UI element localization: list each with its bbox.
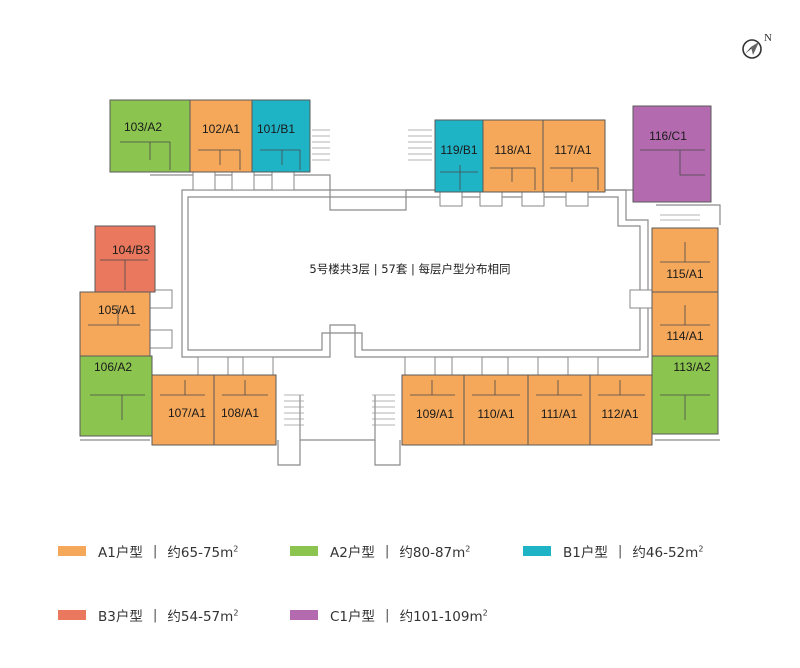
unit-label: 113/A2: [673, 360, 710, 374]
unit-106: [79, 355, 153, 437]
unit-119: [434, 119, 484, 193]
unit-110: [463, 374, 529, 446]
unit-107: [151, 374, 215, 446]
legend-area: 约65-75m2: [167, 544, 239, 562]
legend-area: 约54-57m2: [167, 608, 239, 626]
unit-118: [482, 119, 544, 193]
unit-label: 109/A1: [416, 407, 454, 421]
unit-103: [109, 99, 191, 173]
compass-icon: [742, 39, 762, 59]
unit-label: 110/A1: [477, 407, 514, 421]
legend-swatch-b1: [523, 546, 551, 556]
legend-name: B3户型: [98, 609, 143, 625]
unit-label: 117/A1: [554, 143, 591, 157]
unit-label: 101/B1: [257, 122, 295, 136]
legend-swatch-b3: [58, 610, 86, 620]
legend-name: B1户型: [563, 545, 608, 561]
unit-labels: 103/A2 102/A1 101/B1 119/B1 118/A1 117/A…: [94, 120, 711, 421]
unit-105: [79, 291, 151, 357]
compass: N: [738, 30, 778, 64]
legend-item-a1: A1户型 | 约65-75m2: [58, 539, 238, 563]
legend-name: A1户型: [98, 545, 143, 561]
legend-item-b1: B1户型 | 约46-52m2: [523, 539, 703, 563]
unit-117: [542, 119, 606, 193]
unit-label: 108/A1: [221, 406, 259, 420]
unit-label: 107/A1: [168, 406, 206, 420]
unit-label: 119/B1: [440, 143, 477, 157]
unit-label: 104/B3: [112, 243, 150, 257]
unit-112: [589, 374, 653, 446]
building-outline: [80, 174, 721, 466]
unit-label: 114/A1: [666, 329, 703, 343]
compass-north-label: N: [764, 32, 772, 44]
unit-label: 118/A1: [494, 143, 531, 157]
unit-label: 115/A1: [666, 267, 703, 281]
units: [79, 99, 719, 446]
unit-label: 105/A1: [98, 303, 136, 317]
legend-swatch-a2: [290, 546, 318, 556]
legend-swatch-c1: [290, 610, 318, 620]
legend-swatch-a1: [58, 546, 86, 556]
unit-label: 111/A1: [541, 407, 578, 421]
floor-title: 5号楼共3层 | 57套 | 每层户型分布相同: [309, 262, 511, 276]
legend-row-1: A1户型 | 约65-75m2 A2户型 | 约80-87m2 B1户型 | 约…: [58, 539, 778, 563]
legend-item-b3: B3户型 | 约54-57m2: [58, 603, 238, 627]
legend-item-a2: A2户型 | 约80-87m2: [290, 539, 470, 563]
legend-area: 约80-87m2: [399, 544, 471, 562]
legend-area: 约46-52m2: [632, 544, 704, 562]
unit-label: 116/C1: [649, 129, 687, 143]
unit-101: [251, 99, 311, 173]
balconies: [149, 171, 653, 376]
legend-row-2: B3户型 | 约54-57m2 C1户型 | 约101-109m2: [58, 603, 778, 627]
unit-label: 106/A2: [94, 360, 132, 374]
unit-label: 103/A2: [124, 120, 162, 134]
stairs: [284, 129, 700, 426]
legend-area: 约101-109m2: [399, 608, 488, 626]
legend-item-c1: C1户型 | 约101-109m2: [290, 603, 488, 627]
unit-116: [632, 105, 712, 203]
legend-name: A2户型: [330, 545, 375, 561]
unit-label: 112/A1: [601, 407, 638, 421]
unit-102: [189, 99, 253, 173]
interior-walls: [88, 141, 710, 420]
unit-label: 102/A1: [202, 122, 240, 136]
legend-name: C1户型: [330, 609, 376, 625]
